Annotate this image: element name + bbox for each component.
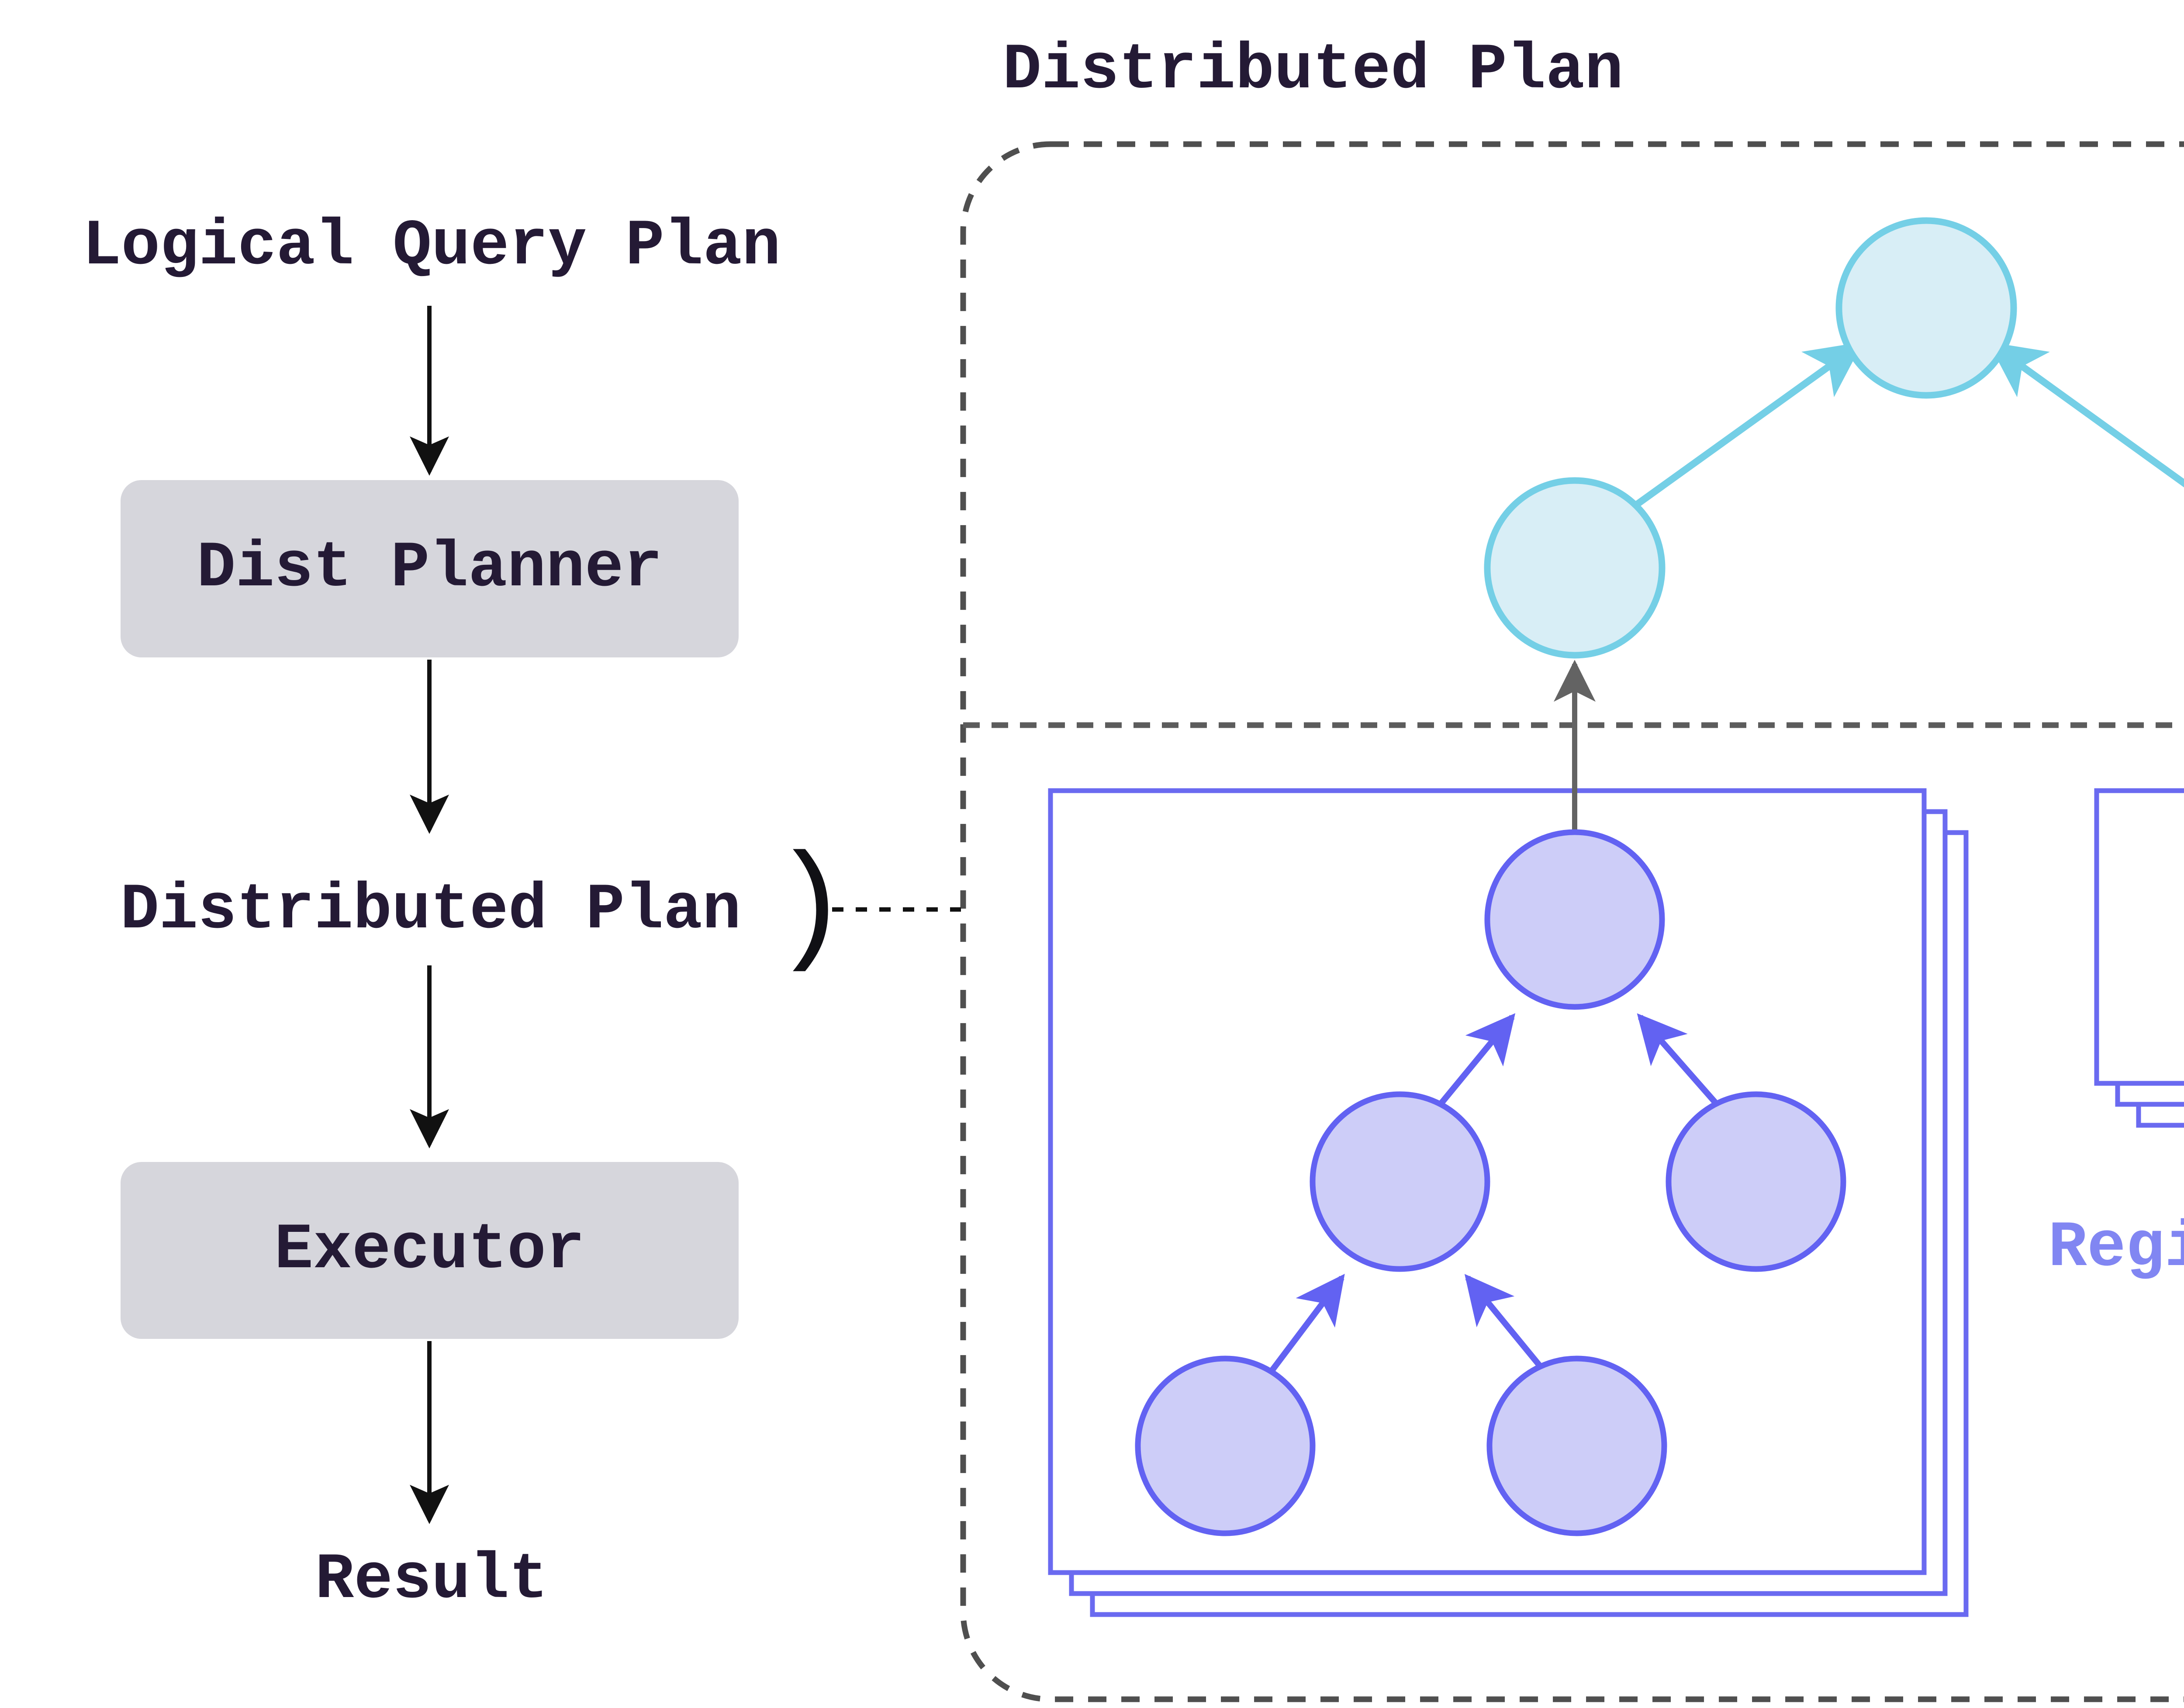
frontend-node-left — [1484, 477, 1666, 659]
brace-glyph: ) — [771, 835, 850, 984]
frontend-node-root — [1835, 217, 2017, 399]
plan-node-mid-right — [1666, 1091, 1846, 1272]
regions-label: Regions — [2048, 1212, 2184, 1285]
distributed-plan-panel-title: Distributed Plan — [1002, 34, 1624, 107]
plan-edge-mr-to-top — [1637, 1013, 1718, 1105]
dist-planner-box: Dist Planner — [121, 480, 739, 657]
frontend-merge-arrow-left — [1631, 342, 1863, 510]
dist-planner-label: Dist Planner — [197, 532, 663, 605]
logical-query-plan-label: Logical Query Plan — [82, 210, 781, 283]
executor-box: Executor — [121, 1162, 739, 1339]
region-stack-right — [2094, 788, 2184, 1128]
plan-node-bottom-right — [1486, 1355, 1667, 1536]
plan-node-top — [1484, 829, 1665, 1010]
frontend-merge-arrow-right — [1988, 342, 2184, 488]
plan-edge-bl-to-ml — [1268, 1274, 1345, 1374]
datanode-plan-tree-left — [1135, 829, 1846, 1536]
distributed-plan-flow-label: Distributed Plan — [120, 874, 741, 947]
region-box-right-front — [2094, 788, 2184, 1086]
plan-edge-br-to-ml — [1464, 1274, 1544, 1369]
plan-node-bottom-left — [1135, 1355, 1316, 1536]
plan-node-mid-left — [1310, 1091, 1490, 1272]
plan-edge-ml-to-top — [1439, 1013, 1516, 1105]
result-label: Result — [315, 1544, 548, 1617]
executor-label: Executor — [274, 1214, 585, 1287]
